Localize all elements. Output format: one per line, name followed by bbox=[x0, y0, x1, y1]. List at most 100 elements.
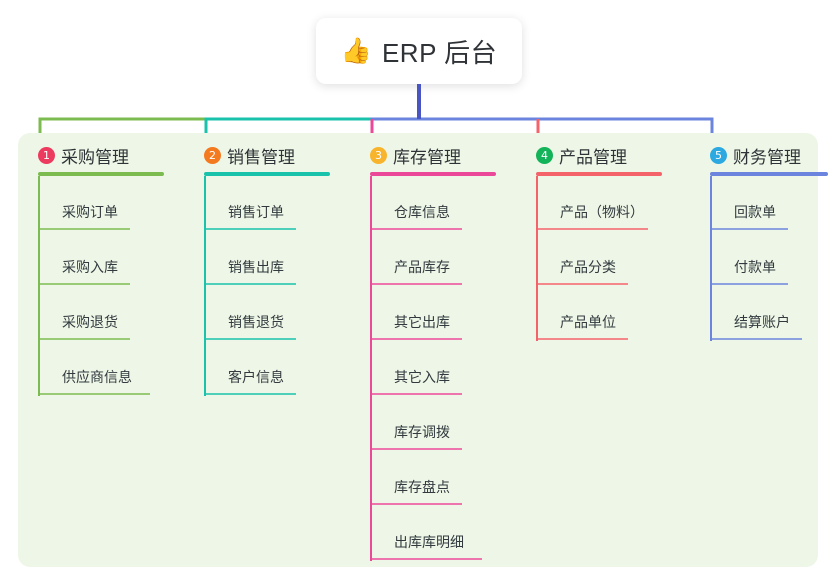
branch-underline bbox=[710, 172, 828, 176]
branch-number-badge: 3 bbox=[370, 146, 387, 164]
leaf-item[interactable]: 仓库信息 bbox=[356, 176, 496, 231]
branch-column-3: 3 库存管理仓库信息产品库存其它出库其它入库库存调拨库存盘点出库库明细 bbox=[356, 144, 496, 561]
leaf-item-label: 结算账户 bbox=[734, 314, 790, 330]
leaf-item-underline bbox=[204, 228, 296, 230]
leaf-item-underline bbox=[370, 228, 462, 230]
branch-column-5: 5 财务管理回款单付款单结算账户 bbox=[696, 144, 828, 341]
leaf-item[interactable]: 库存盘点 bbox=[356, 451, 496, 506]
branch-column-2: 2 销售管理销售订单销售出库销售退货客户信息 bbox=[190, 144, 330, 396]
leaf-item[interactable]: 产品库存 bbox=[356, 231, 496, 286]
leaf-item-label: 销售订单 bbox=[228, 204, 284, 220]
leaf-item-underline bbox=[710, 338, 802, 340]
leaf-item-label: 采购入库 bbox=[62, 259, 118, 275]
leaf-item[interactable]: 销售订单 bbox=[190, 176, 330, 231]
leaf-item[interactable]: 客户信息 bbox=[190, 341, 330, 396]
leaf-item[interactable]: 结算账户 bbox=[696, 286, 828, 341]
leaf-item-underline bbox=[370, 338, 462, 340]
branch-title: 采购管理 bbox=[61, 147, 129, 167]
leaf-item[interactable]: 销售退货 bbox=[190, 286, 330, 341]
leaf-list: 采购订单采购入库采购退货供应商信息 bbox=[24, 176, 164, 396]
branch-header-1[interactable]: 1 采购管理 bbox=[24, 144, 164, 167]
leaf-item-underline bbox=[370, 448, 462, 450]
leaf-item[interactable]: 产品单位 bbox=[522, 286, 662, 341]
leaf-item-underline bbox=[38, 393, 150, 395]
branch-title: 库存管理 bbox=[393, 147, 461, 167]
leaf-item-label: 采购退货 bbox=[62, 314, 118, 330]
leaf-item-underline bbox=[38, 283, 130, 285]
diagram-panel bbox=[18, 133, 818, 567]
leaf-item-label: 仓库信息 bbox=[394, 204, 450, 220]
branch-header-2[interactable]: 2 销售管理 bbox=[190, 144, 330, 167]
leaf-item-label: 产品库存 bbox=[394, 259, 450, 275]
branch-header-5[interactable]: 5 财务管理 bbox=[696, 144, 828, 167]
leaf-list: 产品（物料） 产品分类产品单位 bbox=[522, 176, 662, 341]
branch-header-3[interactable]: 3 库存管理 bbox=[356, 144, 496, 167]
leaf-item-underline bbox=[38, 228, 130, 230]
leaf-item[interactable]: 其它出库 bbox=[356, 286, 496, 341]
branch-column-1: 1 采购管理采购订单采购入库采购退货供应商信息 bbox=[24, 144, 164, 396]
leaf-item[interactable]: 销售出库 bbox=[190, 231, 330, 286]
branch-title: 销售管理 bbox=[227, 147, 295, 167]
leaf-item-label: 产品分类 bbox=[560, 259, 616, 275]
leaf-item-label: 产品（物料） bbox=[560, 204, 644, 220]
branch-spine bbox=[710, 176, 712, 341]
leaf-list: 销售订单销售出库销售退货客户信息 bbox=[190, 176, 330, 396]
thumbs-up-icon: 👍 bbox=[340, 36, 372, 65]
branch-underline bbox=[370, 172, 496, 176]
leaf-item[interactable]: 出库库明细 bbox=[356, 506, 496, 561]
branch-underline bbox=[204, 172, 330, 176]
branch-header-4[interactable]: 4 产品管理 bbox=[522, 144, 662, 167]
leaf-item[interactable]: 库存调拨 bbox=[356, 396, 496, 451]
leaf-item-underline bbox=[204, 283, 296, 285]
leaf-item-underline bbox=[370, 283, 462, 285]
leaf-item-underline bbox=[536, 228, 648, 230]
branch-spine bbox=[370, 176, 372, 561]
branch-title: 产品管理 bbox=[559, 147, 627, 167]
leaf-item-label: 库存盘点 bbox=[394, 479, 450, 495]
branch-number-badge: 5 bbox=[710, 146, 727, 164]
leaf-item-label: 其它入库 bbox=[394, 369, 450, 385]
leaf-item-label: 销售出库 bbox=[228, 259, 284, 275]
leaf-item[interactable]: 采购入库 bbox=[24, 231, 164, 286]
branch-number-badge: 4 bbox=[536, 146, 553, 164]
leaf-list: 仓库信息产品库存其它出库其它入库库存调拨库存盘点出库库明细 bbox=[356, 176, 496, 561]
leaf-item-underline bbox=[370, 503, 462, 505]
leaf-item-label: 其它出库 bbox=[394, 314, 450, 330]
branch-spine bbox=[204, 176, 206, 396]
branch-spine bbox=[38, 176, 40, 396]
leaf-item-label: 出库库明细 bbox=[394, 534, 464, 550]
leaf-item[interactable]: 产品（物料） bbox=[522, 176, 662, 231]
leaf-item[interactable]: 其它入库 bbox=[356, 341, 496, 396]
leaf-item[interactable]: 回款单 bbox=[696, 176, 828, 231]
leaf-item-underline bbox=[204, 393, 296, 395]
leaf-item-underline bbox=[370, 558, 482, 560]
leaf-item-label: 付款单 bbox=[734, 259, 776, 275]
branch-underline bbox=[38, 172, 164, 176]
branch-number-badge: 2 bbox=[204, 146, 221, 164]
leaf-item-underline bbox=[536, 338, 628, 340]
leaf-item-underline bbox=[710, 228, 788, 230]
leaf-item[interactable]: 采购退货 bbox=[24, 286, 164, 341]
branch-column-4: 4 产品管理产品（物料） 产品分类产品单位 bbox=[522, 144, 662, 341]
branch-title: 财务管理 bbox=[733, 147, 801, 167]
leaf-item[interactable]: 产品分类 bbox=[522, 231, 662, 286]
branch-spine bbox=[536, 176, 538, 341]
leaf-item[interactable]: 采购订单 bbox=[24, 176, 164, 231]
leaf-item-underline bbox=[370, 393, 462, 395]
root-node-title: ERP 后台 bbox=[381, 37, 498, 68]
leaf-item-label: 采购订单 bbox=[62, 204, 118, 220]
root-node[interactable]: 👍 ERP 后台 bbox=[316, 18, 522, 84]
leaf-item-label: 产品单位 bbox=[560, 314, 616, 330]
branch-number-badge: 1 bbox=[38, 146, 55, 164]
leaf-item-label: 回款单 bbox=[734, 204, 776, 220]
leaf-item-label: 库存调拨 bbox=[394, 424, 450, 440]
leaf-list: 回款单付款单结算账户 bbox=[696, 176, 828, 341]
leaf-item[interactable]: 付款单 bbox=[696, 231, 828, 286]
leaf-item-underline bbox=[204, 338, 296, 340]
leaf-item-label: 销售退货 bbox=[228, 314, 284, 330]
leaf-item-label: 客户信息 bbox=[228, 369, 284, 385]
leaf-item-underline bbox=[536, 283, 628, 285]
branch-underline bbox=[536, 172, 662, 176]
leaf-item[interactable]: 供应商信息 bbox=[24, 341, 164, 396]
leaf-item-underline bbox=[38, 338, 130, 340]
